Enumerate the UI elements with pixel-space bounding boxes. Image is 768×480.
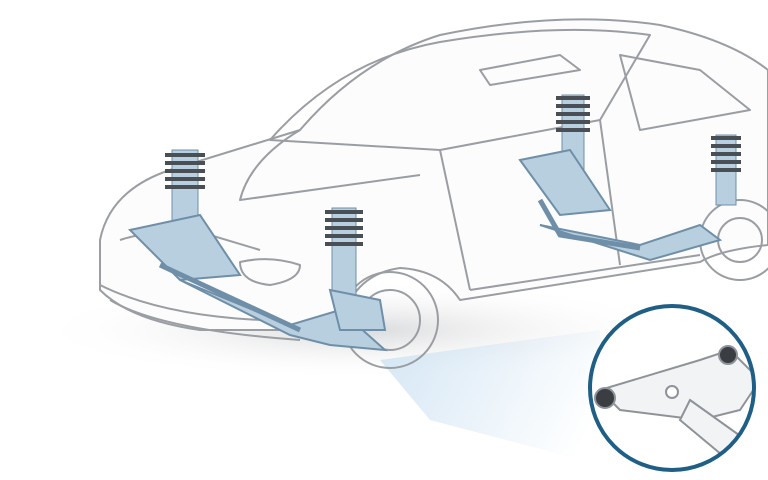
highlight-beam	[380, 330, 620, 470]
front-right-strut	[325, 207, 363, 299]
rear-subframe-and-arms	[518, 148, 723, 262]
control-arm-inset	[588, 304, 756, 472]
front-subframe-and-arms	[127, 213, 388, 352]
rear-right-strut	[711, 134, 741, 206]
